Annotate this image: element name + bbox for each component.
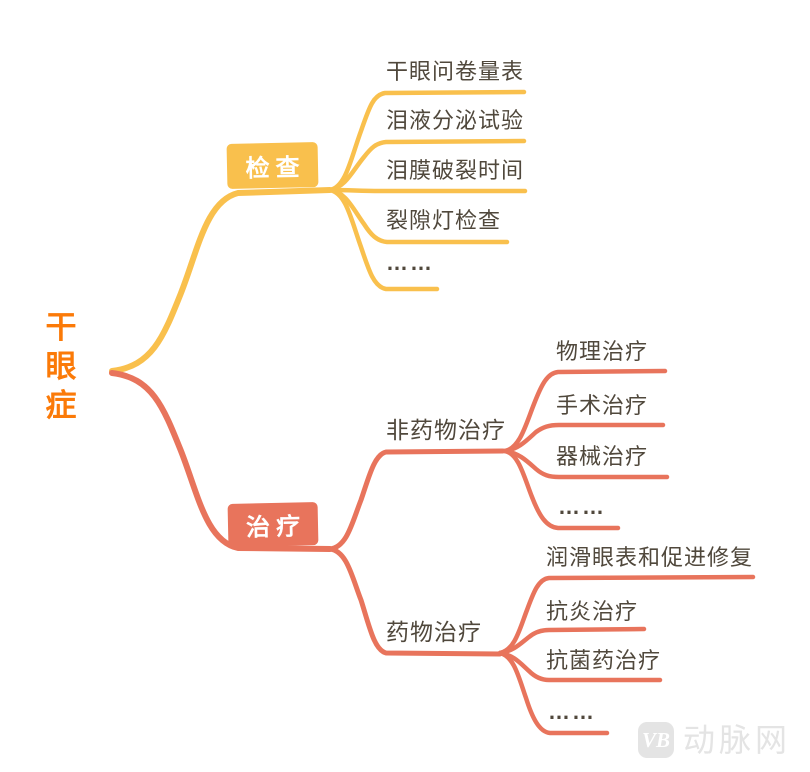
curve-drug-child-4 — [497, 650, 610, 736]
leaf-antibacterial[interactable]: 抗菌药治疗 — [546, 648, 662, 673]
curve-nondrug-child-4 — [502, 448, 621, 531]
watermark-brand-text: 动脉网 — [683, 722, 792, 758]
curve-exam-child-2 — [327, 138, 527, 193]
leaf-tear-film-breakup-time[interactable]: 泪膜破裂时间 — [386, 158, 525, 183]
curve-nondrug-child-2 — [502, 422, 666, 454]
curve-nondrug-child-1 — [502, 368, 668, 454]
curve-exam-child-1 — [327, 89, 527, 193]
curve-exam-main — [109, 187, 333, 374]
curve-nondrug — [327, 448, 506, 552]
root-node-dry-eye[interactable]: 干眼症 — [45, 310, 77, 423]
leaf-device-therapy[interactable]: 器械治疗 — [556, 444, 649, 469]
node-drug-therapy[interactable]: 药物治疗 — [386, 619, 482, 645]
curve-nondrug-child-3 — [502, 448, 670, 480]
leaf-nondrug-ellipsis[interactable]: …… — [558, 494, 606, 519]
curve-drug-child-1 — [497, 574, 756, 656]
leaf-surgical-therapy[interactable]: 手术治疗 — [556, 393, 649, 418]
curve-treat-main — [109, 370, 333, 552]
curve-exam-child-3 — [327, 187, 528, 194]
leaf-dry-eye-questionnaire[interactable]: 干眼问卷量表 — [386, 59, 525, 84]
leaf-tear-secretion-test[interactable]: 泪液分泌试验 — [386, 108, 525, 133]
leaf-exam-ellipsis[interactable]: …… — [386, 250, 434, 275]
curve-drug-child-3 — [497, 650, 663, 683]
leaf-anti-inflammatory[interactable]: 抗炎治疗 — [546, 599, 639, 624]
curve-drug-child-2 — [497, 626, 647, 656]
node-non-drug-therapy[interactable]: 非药物治疗 — [386, 417, 506, 443]
branch-node-examination[interactable]: 检查 — [226, 142, 319, 189]
leaf-physical-therapy[interactable]: 物理治疗 — [556, 339, 649, 364]
vb-logo-icon: VB — [638, 722, 674, 758]
watermark: VB 动脉网 — [638, 722, 791, 758]
curve-exam-child-5 — [327, 187, 440, 292]
curve-drug — [327, 546, 503, 657]
leaf-drug-ellipsis[interactable]: …… — [548, 699, 596, 724]
branch-node-treatment[interactable]: 治疗 — [227, 502, 319, 547]
leaf-lubricate-repair[interactable]: 润滑眼表和促进修复 — [546, 545, 754, 570]
leaf-slit-lamp-exam[interactable]: 裂隙灯检查 — [386, 208, 502, 233]
